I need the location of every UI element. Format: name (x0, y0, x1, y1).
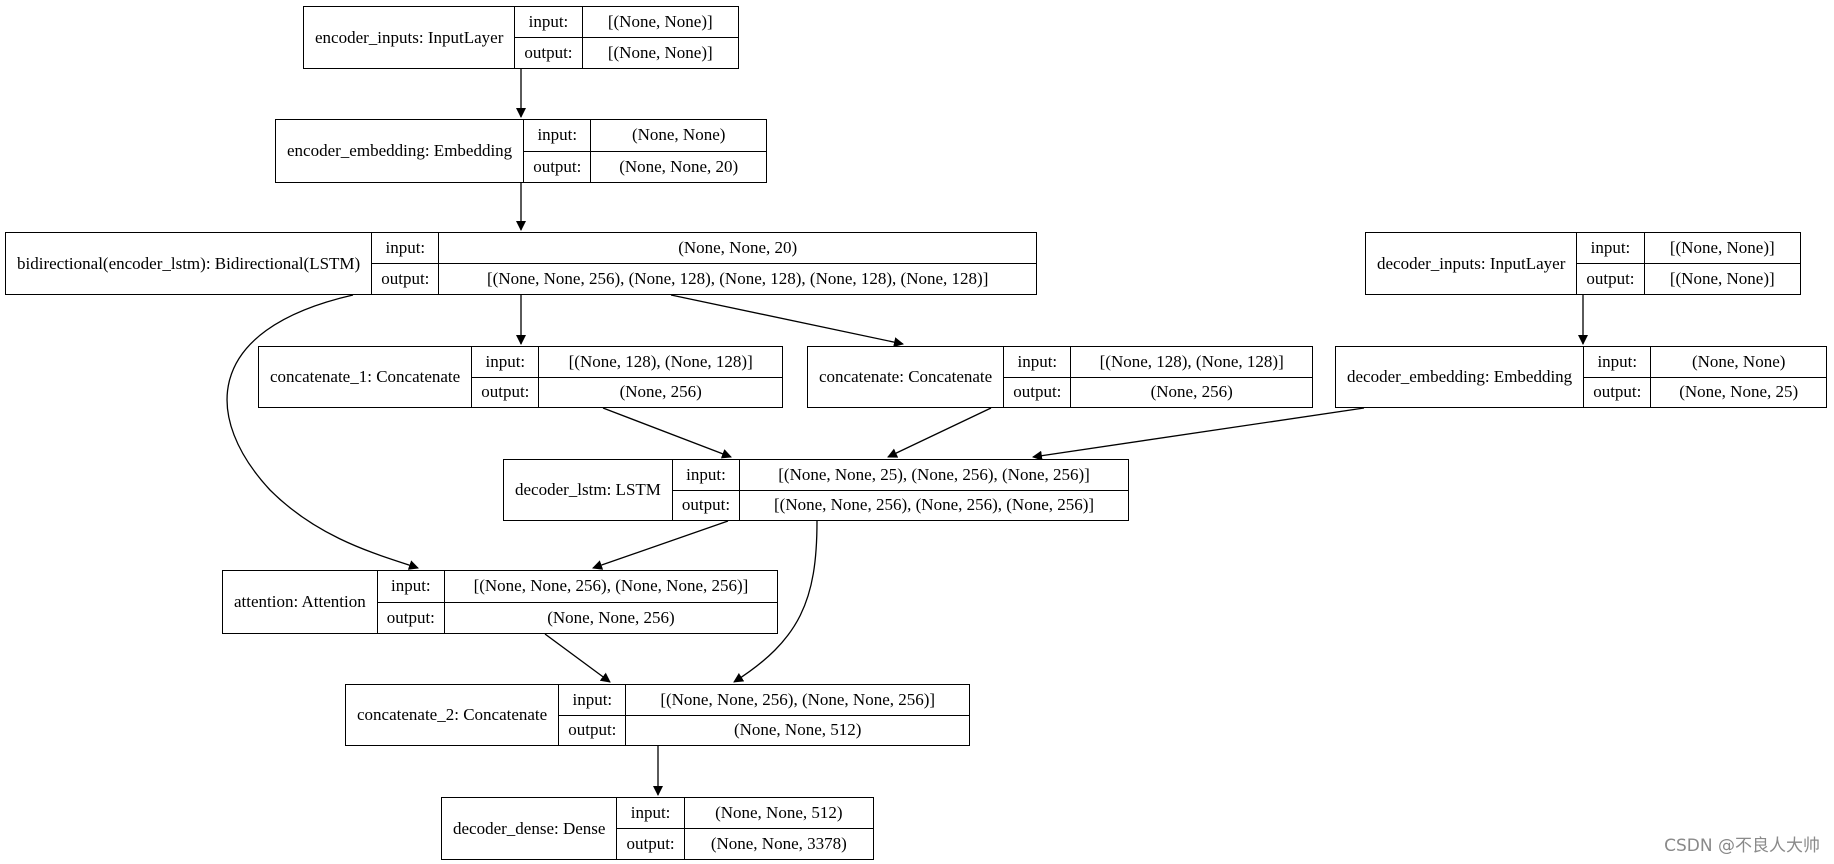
io-values: [(None, 128), (None, 128)] (None, 256) (539, 347, 782, 407)
output-shape: [(None, None)] (607, 43, 713, 62)
io-labels: input: output: (1584, 347, 1652, 407)
node-decoder-lstm: decoder_lstm: LSTM input: output: [(None… (503, 459, 1129, 521)
output-shape: (None, None, 256) (547, 607, 675, 627)
edge-attention-to-concatenate-2 (544, 633, 611, 683)
output-shape: [(None, None)] (1669, 269, 1775, 288)
input-shape: [(None, None, 256), (None, None, 256)] (444, 571, 777, 603)
output-label: output: (1586, 269, 1635, 288)
edge-decoder-embedding-to-decoder-lstm (1032, 407, 1365, 461)
input-shape: (None, None, 512) (684, 798, 873, 829)
output-label: output: (1593, 382, 1642, 402)
output-shape: (None, None, 512) (733, 720, 862, 740)
node-name: concatenate_2: Concatenate (346, 685, 560, 745)
node-name: encoder_embedding: Embedding (276, 120, 525, 182)
output-shape: (None, 256) (1150, 382, 1233, 402)
output-label: output: (381, 269, 430, 288)
node-encoder-embedding: encoder_embedding: Embedding input: outp… (275, 119, 767, 183)
input-label: input: (617, 798, 684, 829)
node-name: concatenate: Concatenate (808, 347, 1005, 407)
input-shape: [(None, None, 256), (None, None, 256)] (626, 685, 969, 716)
io-values: [(None, None, 256), (None, None, 256)] (… (444, 571, 777, 633)
io-labels: input: output: (472, 347, 540, 407)
io-values: [(None, None, 256), (None, None, 256)] (… (626, 685, 969, 745)
io-values: [(None, None, 25), (None, 256), (None, 2… (740, 460, 1128, 520)
input-label: input: (372, 233, 439, 264)
edge-decoder-lstm-to-concatenate-2 (733, 520, 818, 683)
input-label: input: (559, 685, 626, 716)
io-labels: input: output: (617, 798, 685, 859)
input-shape: [(None, None, 25), (None, 256), (None, 2… (740, 460, 1128, 491)
io-labels: input: output: (524, 120, 592, 182)
io-labels: input: output: (1577, 233, 1645, 294)
edge-bidirectional-to-attention (226, 294, 419, 570)
io-values: (None, None, 512) (None, None, 3378) (684, 798, 873, 859)
io-values: [(None, None)] [(None, None)] (582, 7, 738, 68)
output-label: output: (524, 43, 573, 62)
io-labels: input: output: (672, 460, 741, 520)
edge-bidirectional-to-concatenate (670, 294, 904, 348)
edge-concatenate-1-to-decoder-lstm (602, 407, 732, 459)
io-labels: input: output: (515, 7, 583, 68)
output-shape: [(None, None, 256), (None, 128), (None, … (487, 269, 989, 288)
io-values: (None, None) (None, None, 25) (1651, 347, 1826, 407)
node-concatenate: concatenate: Concatenate input: output: … (807, 346, 1313, 408)
input-shape: (None, None, 20) (439, 233, 1036, 264)
node-name: bidirectional(encoder_lstm): Bidirection… (6, 233, 373, 294)
input-shape: [(None, None)] (1644, 233, 1800, 264)
output-shape: (None, None, 25) (1679, 382, 1799, 402)
output-label: output: (1013, 382, 1062, 402)
input-shape: (None, None) (1651, 347, 1826, 378)
node-decoder-embedding: decoder_embedding: Embedding input: outp… (1335, 346, 1827, 408)
node-name: encoder_inputs: InputLayer (304, 7, 516, 68)
node-encoder-inputs: encoder_inputs: InputLayer input: output… (303, 6, 739, 69)
node-name: decoder_inputs: InputLayer (1366, 233, 1578, 294)
output-label: output: (481, 382, 530, 402)
output-shape: (None, None, 20) (619, 156, 739, 176)
node-bidirectional-encoder-lstm: bidirectional(encoder_lstm): Bidirection… (5, 232, 1037, 295)
output-label: output: (568, 720, 617, 740)
input-label: input: (377, 571, 444, 603)
input-shape: [(None, 128), (None, 128)] (539, 347, 782, 378)
node-name: concatenate_1: Concatenate (259, 347, 473, 407)
node-concatenate-1: concatenate_1: Concatenate input: output… (258, 346, 783, 408)
io-labels: input: output: (377, 571, 445, 633)
node-decoder-inputs: decoder_inputs: InputLayer input: output… (1365, 232, 1801, 295)
output-shape: (None, None, 3378) (710, 834, 847, 853)
input-label: input: (1584, 347, 1651, 378)
node-decoder-dense: decoder_dense: Dense input: output: (Non… (441, 797, 874, 860)
input-shape: (None, None) (591, 120, 766, 152)
output-shape: (None, 256) (619, 382, 702, 402)
node-name: attention: Attention (223, 571, 378, 633)
input-label: input: (515, 7, 582, 38)
input-label: input: (672, 460, 740, 491)
node-attention: attention: Attention input: output: [(No… (222, 570, 778, 634)
node-name: decoder_lstm: LSTM (504, 460, 673, 520)
node-name: decoder_embedding: Embedding (1336, 347, 1585, 407)
io-labels: input: output: (1004, 347, 1072, 407)
output-label: output: (626, 834, 675, 853)
io-values: [(None, 128), (None, 128)] (None, 256) (1071, 347, 1312, 407)
io-values: [(None, None)] [(None, None)] (1644, 233, 1800, 294)
node-name: decoder_dense: Dense (442, 798, 618, 859)
output-shape: [(None, None, 256), (None, 256), (None, … (774, 495, 1095, 515)
edge-decoder-lstm-to-attention (592, 520, 729, 570)
node-concatenate-2: concatenate_2: Concatenate input: output… (345, 684, 970, 746)
output-label: output: (681, 495, 731, 515)
input-label: input: (472, 347, 539, 378)
io-values: (None, None, 20) [(None, None, 256), (No… (439, 233, 1036, 294)
io-values: (None, None) (None, None, 20) (591, 120, 766, 182)
input-shape: [(None, 128), (None, 128)] (1071, 347, 1312, 378)
input-label: input: (1577, 233, 1644, 264)
input-label: input: (524, 120, 591, 152)
input-label: input: (1004, 347, 1071, 378)
output-label: output: (386, 607, 435, 627)
io-labels: input: output: (372, 233, 440, 294)
io-labels: input: output: (559, 685, 627, 745)
edge-concatenate-to-decoder-lstm (887, 407, 992, 458)
input-shape: [(None, None)] (582, 7, 738, 38)
output-label: output: (533, 156, 582, 176)
watermark: CSDN @不良人大帅 (1664, 836, 1820, 856)
